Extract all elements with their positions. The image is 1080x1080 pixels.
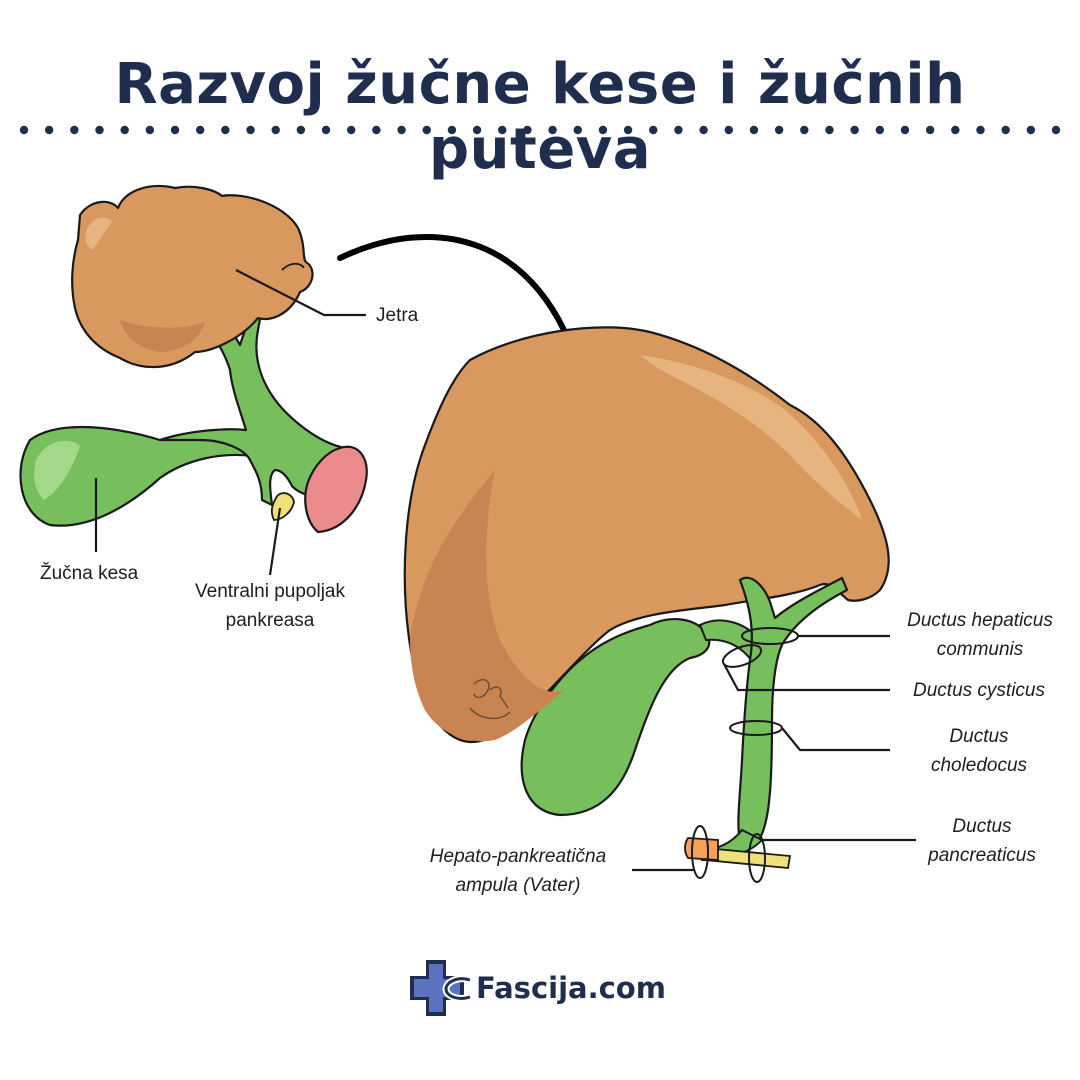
adult-stage-illustration [403,326,890,883]
medical-cross-logo-icon [410,960,472,1016]
divider-dot [925,125,935,135]
label-ductus-hepaticus-communis: Ductus hepaticus communis [907,610,1053,660]
ampulla-shape [684,837,719,861]
divider-dot [19,125,29,135]
divider-dot [246,125,255,135]
divider-dot [774,125,784,135]
divider-dot [170,125,180,135]
artist-signature-icon [469,679,511,719]
divider-dot [649,125,658,135]
divider-dot [699,125,708,135]
label-ventralni-pupoljak: Ventralni pupoljak pankreasa [195,581,345,631]
divider-dot [447,125,457,135]
label-ductus-choledocus: Ductus choledocus [930,726,1028,776]
bile-duct-tree-shape [737,576,849,850]
divider-dot [120,125,129,135]
divider-dot [472,125,482,135]
embryonic-gallbladder-shape [19,425,254,527]
divider-dot [623,125,633,135]
label-ductus-cysticus: Ductus cysticus [913,680,1045,701]
divider-dot [724,125,733,135]
leader-ventralni [268,507,282,576]
divider-dot [296,125,306,135]
divider-dot [1026,125,1036,135]
divider-dot [70,125,79,135]
divider-dot [548,125,557,135]
divider-dot [498,125,507,135]
ring-cysticus [721,644,763,668]
divider-dot [397,125,406,135]
divider-dot [749,125,759,135]
divider-dot [195,125,205,135]
page-title: Razvoj žučne kese i žučnih puteva [114,52,966,182]
divider-dot [523,125,532,135]
leader-jetra [235,269,366,317]
pancreas-bud-shape [304,445,368,534]
label-hepato-pankreaticna-ampula: Hepato-pankreatična ampula (Vater) [429,846,607,896]
embryonic-liver-shape [71,184,314,369]
divider-dot [573,125,582,135]
leader-choledocus [781,727,890,752]
divider-dot [800,125,809,135]
divider-dot [1051,125,1061,135]
divider-dot [95,125,104,135]
divider-dot [321,125,331,135]
brand-name: Fascija.com [476,971,666,1005]
label-jetra: Jetra [376,305,419,326]
title-dotted-divider [18,124,1062,136]
divider-dot [951,125,960,135]
divider-dot [598,125,608,135]
divider-dot [372,125,381,135]
ring-pancreaticus [748,833,766,883]
arrow-shaft [337,233,585,381]
divider-dot [145,125,155,135]
leader-cysticus [723,663,890,692]
divider-dot [347,125,356,135]
adult-gallbladder-shape [520,618,711,817]
label-ductus-pancreaticus: Ductus pancreaticus [928,816,1036,866]
divider-dot [875,125,885,135]
divider-dot [422,125,431,135]
divider-dot [674,125,683,135]
divider-dot [44,125,54,135]
ventral-pancreatic-bud-shape [270,492,295,521]
brand-logo[interactable]: Fascija.com [406,956,666,1020]
divider-dot [900,125,910,135]
leader-lines [94,269,916,872]
divider-dot [221,125,230,135]
divider-dot [1001,125,1010,135]
label-zucna-kesa: Žučna kesa [40,563,139,584]
divider-dot [825,125,834,135]
divider-dot [271,125,280,135]
divider-dot [850,125,859,135]
divider-dot [976,125,985,135]
embryonic-hepatic-duct [158,306,347,507]
ring-ampulla [691,825,709,879]
embryonic-stage-illustration [19,184,368,534]
